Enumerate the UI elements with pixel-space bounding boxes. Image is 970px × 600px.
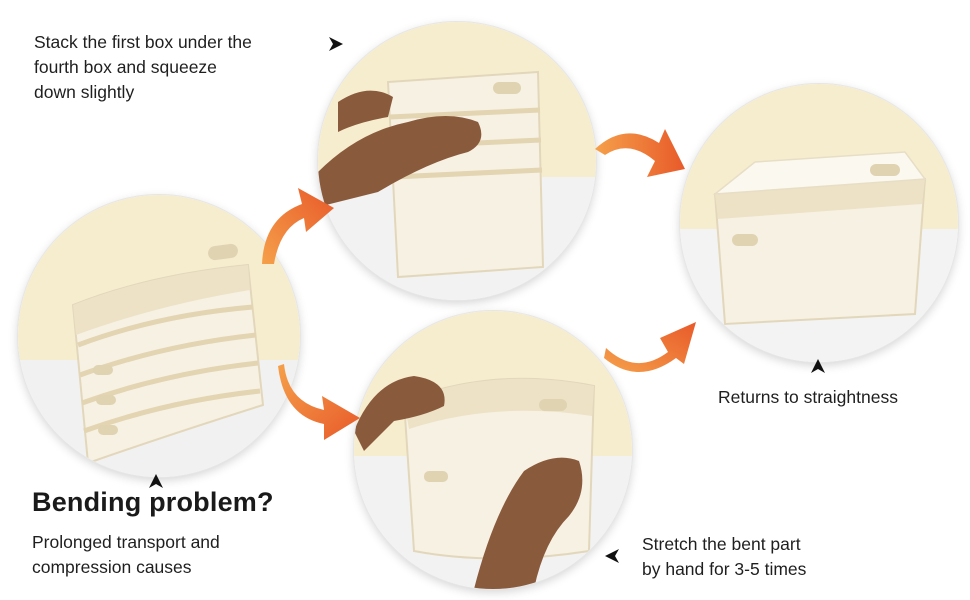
stack-step-line-3: down slightly: [34, 82, 135, 102]
curved-arrow-icon-1: [258, 178, 338, 268]
photo-stacking-boxes: [318, 22, 596, 300]
arrowhead-pointer-icon: [148, 473, 164, 489]
stretch-step-line-1: Stretch the bent part: [642, 534, 801, 554]
problem-title: Bending problem?: [32, 487, 274, 517]
photo-stretching-box: [354, 311, 632, 589]
stack-step-line-1: Stack the first box under the: [34, 32, 252, 52]
stack-step-caption: Stack the first box under the fourth box…: [34, 30, 252, 105]
stretch-step-caption: Stretch the bent part by hand for 3-5 ti…: [642, 532, 806, 582]
arrowhead-pointer-icon: [810, 358, 826, 374]
problem-description: Prolonged transport and compression caus…: [32, 530, 220, 580]
problem-desc-line-2: compression causes: [32, 557, 192, 577]
stacking-hands-illustration: [318, 22, 596, 300]
straight-box-illustration: [680, 84, 958, 362]
arrowhead-pointer-icon: [604, 548, 620, 564]
stretch-step-line-2: by hand for 3-5 times: [642, 559, 807, 579]
photo-straight-box: [680, 84, 958, 362]
curved-arrow-icon-3: [278, 362, 363, 442]
stretching-hands-illustration: [354, 311, 632, 589]
curved-arrow-icon-4: [604, 318, 696, 378]
result-caption: Returns to straightness: [718, 385, 898, 410]
curved-arrow-icon-2: [595, 125, 690, 185]
result-line-1: Returns to straightness: [718, 387, 898, 407]
arrowhead-pointer-icon: [328, 36, 344, 52]
stack-step-line-2: fourth box and squeeze: [34, 57, 217, 77]
problem-desc-line-1: Prolonged transport and: [32, 532, 220, 552]
